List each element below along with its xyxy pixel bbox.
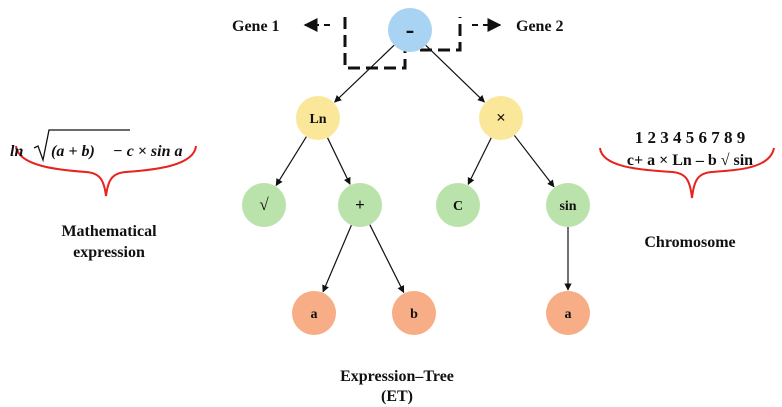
node-circle-times xyxy=(479,96,523,140)
node-a1: a xyxy=(292,291,336,335)
edge-ln-sqrt xyxy=(275,136,307,187)
node-label-times: × xyxy=(496,108,506,127)
node-sin: sin xyxy=(546,183,590,227)
node-c: C xyxy=(436,183,480,227)
tree-edges xyxy=(275,44,572,294)
math-radical-sign xyxy=(33,129,130,163)
node-label-a1: a xyxy=(311,307,318,322)
node-circle-ln xyxy=(296,96,340,140)
node-times: × xyxy=(479,96,523,140)
math-radicand: (a + b) xyxy=(51,143,95,160)
node-circle-a2 xyxy=(546,291,590,335)
chromosome-brace xyxy=(599,147,775,199)
node-label-plus: + xyxy=(355,195,365,214)
node-a2: a xyxy=(546,291,590,335)
edge-times-c xyxy=(467,137,492,186)
tree-caption-line1: Expression–Tree xyxy=(340,368,454,385)
node-label-b: b xyxy=(410,307,418,322)
node-circle-sqrt xyxy=(242,183,286,227)
math-caption-line1: Mathematical xyxy=(61,223,157,240)
node-ln: Ln xyxy=(296,96,340,140)
tree-caption-line2: (ET) xyxy=(381,388,413,405)
chromosome-caption: Chromosome xyxy=(644,234,735,251)
node-sqrt: √ xyxy=(242,183,286,227)
node-circle-b xyxy=(392,291,436,335)
edge-minus-ln xyxy=(334,44,395,103)
math-rest: − c × sin a xyxy=(113,143,182,160)
edge-plus-a1 xyxy=(322,225,352,293)
node-label-sin: sin xyxy=(559,199,576,214)
edge-minus-times xyxy=(425,44,485,103)
node-label-sqrt: √ xyxy=(259,195,269,214)
chromosome-sequence: c+ a × Ln – b √ sin xyxy=(627,152,753,169)
edge-plus-b xyxy=(369,224,405,294)
node-plus: + xyxy=(338,183,382,227)
node-minus: - xyxy=(388,8,432,52)
gene-2-label: Gene 2 xyxy=(516,18,564,35)
edge-times-sin xyxy=(513,135,555,188)
node-label-minus: - xyxy=(406,15,415,44)
node-circle-plus xyxy=(338,183,382,227)
edge-ln-plus xyxy=(327,137,351,185)
math-caption-line2: expression xyxy=(73,244,145,261)
gene-1-label: Gene 1 xyxy=(232,18,280,35)
chromosome-positions: 1 2 3 4 5 6 7 8 9 xyxy=(635,128,746,147)
node-label-a2: a xyxy=(565,307,572,322)
math-ln: ln xyxy=(10,143,23,160)
node-label-c: C xyxy=(453,199,463,214)
node-circle-minus xyxy=(388,8,432,52)
node-circle-c xyxy=(436,183,480,227)
gene-split-frame xyxy=(343,17,462,70)
node-b: b xyxy=(392,291,436,335)
expression-brace xyxy=(15,145,197,197)
math-expression: ln (a + b) − c × sin a xyxy=(10,129,182,163)
node-circle-sin xyxy=(546,183,590,227)
node-label-ln: Ln xyxy=(309,112,326,127)
node-circle-a1 xyxy=(292,291,336,335)
